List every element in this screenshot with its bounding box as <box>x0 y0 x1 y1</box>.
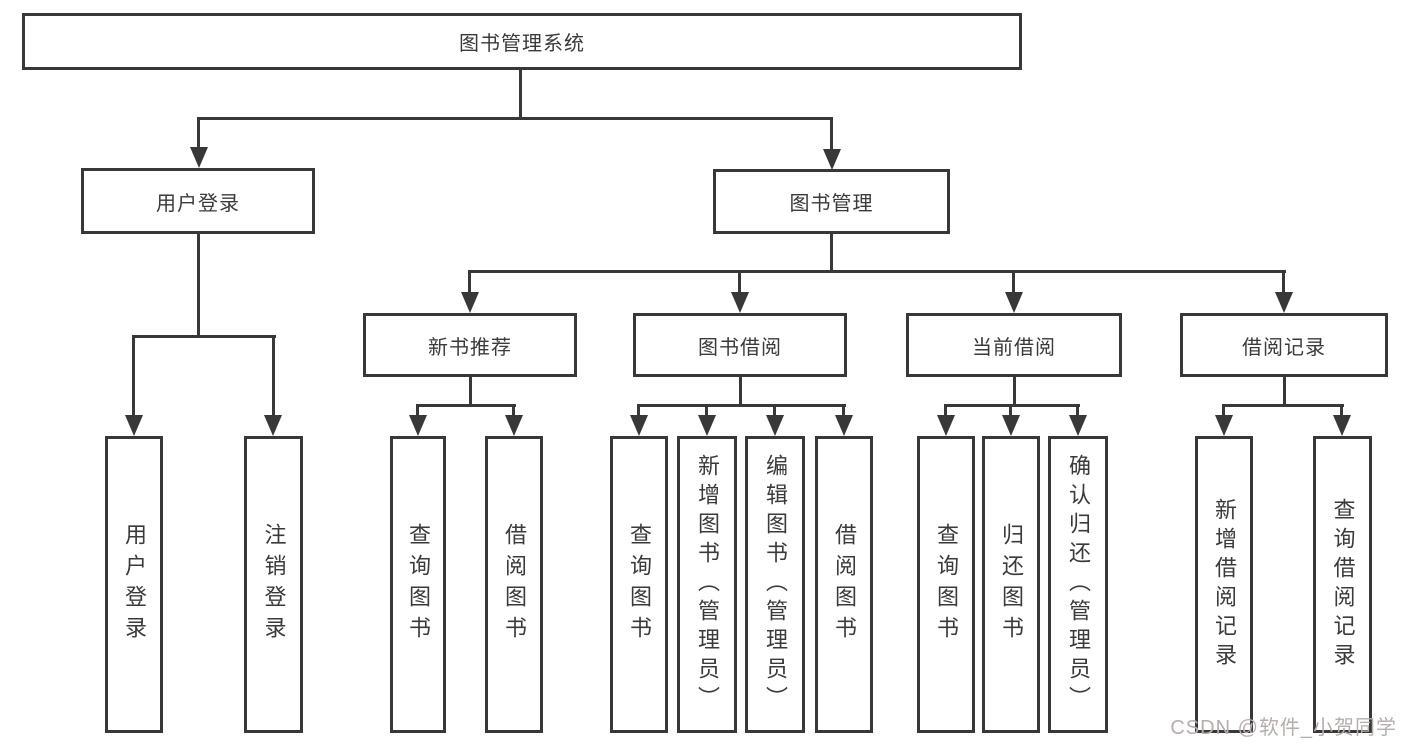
arrow-down-icon <box>1333 415 1351 436</box>
connector-line <box>512 404 515 418</box>
connector-line <box>197 117 200 149</box>
arrow-down-icon <box>1069 415 1087 436</box>
connector-line <box>1076 404 1079 418</box>
arrow-down-icon <box>1215 415 1233 436</box>
leaf-borrow-books-recommend: 借阅图书 <box>485 436 543 733</box>
arrow-down-icon <box>1005 292 1023 313</box>
arrow-down-icon <box>731 292 749 313</box>
connector-line <box>705 404 708 418</box>
leaf-borrow-books: 借阅图书 <box>815 436 873 733</box>
arrow-down-icon <box>1275 292 1293 313</box>
connector-line <box>945 404 1080 407</box>
arrow-down-icon <box>823 149 841 170</box>
connector-line <box>773 404 776 418</box>
leaf-return-book: 归还图书 <box>982 436 1040 733</box>
leaf-query-books-recommend: 查询图书 <box>390 436 446 733</box>
arrow-down-icon <box>630 415 648 436</box>
leaf-add-borrow-record: 新增借阅记录 <box>1195 436 1253 733</box>
connector-line <box>830 117 833 151</box>
arrow-down-icon <box>835 415 853 436</box>
leaf-edit-book-admin: 编辑图书（管理员） <box>745 436 805 733</box>
connector-line <box>739 376 742 407</box>
connector-line <box>1223 404 1344 407</box>
arrow-down-icon <box>264 415 282 436</box>
connector-line <box>417 404 516 407</box>
connector-line <box>637 404 640 418</box>
leaf-query-books-current: 查询图书 <box>917 436 975 733</box>
csdn-watermark: CSDN @软件_小贺同学 <box>1170 717 1397 739</box>
connector-line <box>1012 270 1015 294</box>
leaf-query-borrow-record: 查询借阅记录 <box>1313 436 1372 733</box>
node-book-management: 图书管理 <box>713 169 950 234</box>
connector-line <box>944 404 947 418</box>
connector-line <box>132 335 135 417</box>
arrow-down-icon <box>937 415 955 436</box>
connector-line <box>272 335 275 417</box>
arrow-down-icon <box>461 292 479 313</box>
connector-line <box>416 404 419 418</box>
leaf-add-book-admin: 新增图书（管理员） <box>677 436 737 733</box>
connector-line <box>1009 404 1012 418</box>
connector-line <box>1283 376 1286 407</box>
connector-line <box>468 270 471 294</box>
leaf-query-books-borrowing: 查询图书 <box>610 436 668 733</box>
arrow-down-icon <box>505 415 523 436</box>
arrow-down-icon <box>766 415 784 436</box>
connector-line <box>738 270 741 294</box>
connector-line <box>519 70 522 119</box>
connector-line <box>197 233 200 337</box>
arrow-down-icon <box>1002 415 1020 436</box>
connector-line <box>197 117 833 120</box>
leaf-user-login: 用户登录 <box>105 436 163 733</box>
connector-line <box>1013 376 1016 407</box>
connector-line <box>1340 404 1343 418</box>
node-borrow-records: 借阅记录 <box>1180 313 1388 377</box>
node-user-login: 用户登录 <box>81 168 315 234</box>
node-current-borrowing: 当前借阅 <box>906 313 1122 377</box>
leaf-confirm-return-admin: 确认归还（管理员） <box>1048 436 1108 733</box>
connector-line <box>469 376 472 407</box>
arrow-down-icon <box>698 415 716 436</box>
connector-line <box>1282 270 1285 294</box>
connector-line <box>842 404 845 418</box>
arrow-down-icon <box>409 415 427 436</box>
connector-line <box>468 270 1286 273</box>
connector-line <box>132 335 276 338</box>
connector-line <box>638 404 846 407</box>
connector-line <box>1222 404 1225 418</box>
node-new-book-recommend: 新书推荐 <box>363 313 577 377</box>
leaf-logout: 注销登录 <box>244 436 303 733</box>
arrow-down-icon <box>125 415 143 436</box>
arrow-down-icon <box>190 147 208 168</box>
node-book-borrowing: 图书借阅 <box>633 313 847 377</box>
node-library-system: 图书管理系统 <box>22 13 1022 70</box>
connector-line <box>830 233 833 273</box>
